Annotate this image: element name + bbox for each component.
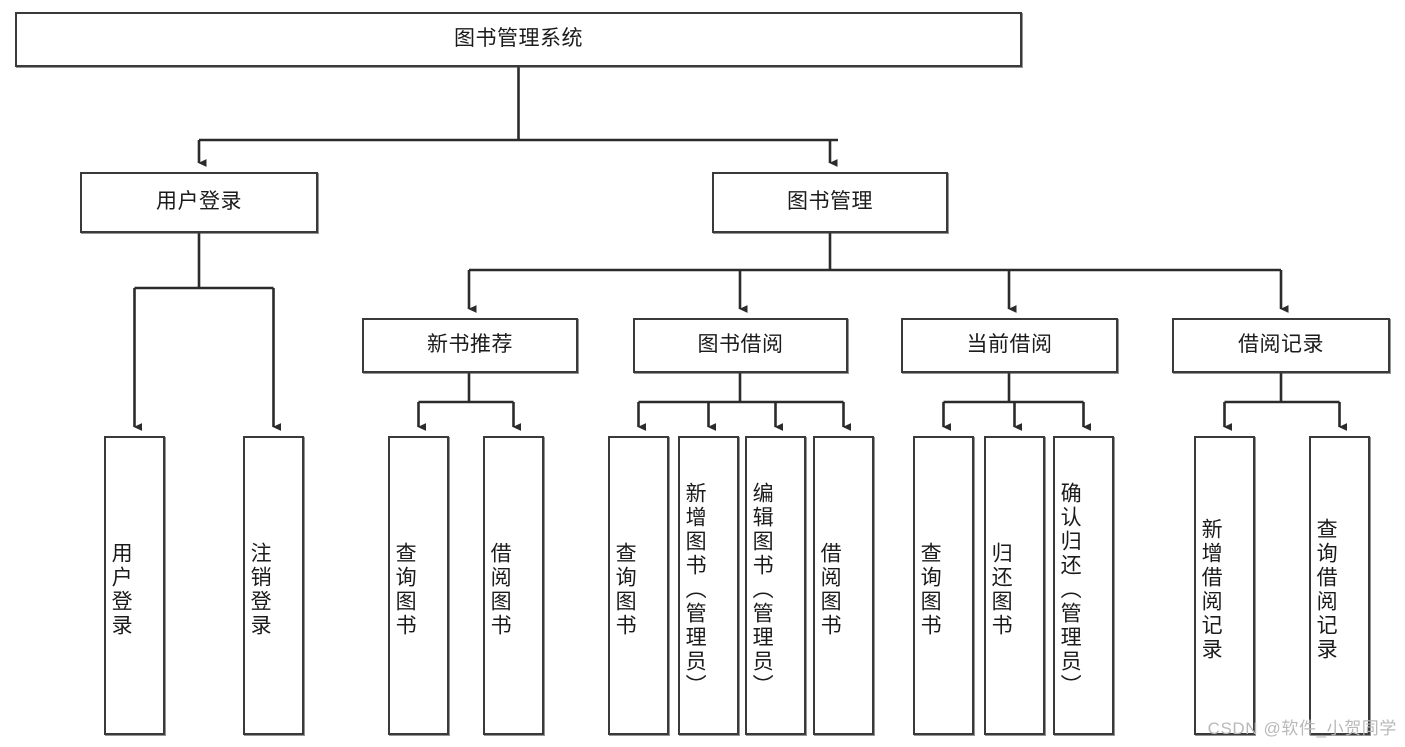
node-leaf-borrow-book-2[interactable]: 借阅图书 xyxy=(813,436,874,735)
watermark-text: CSDN @软件_小贺同学 xyxy=(1207,719,1397,738)
node-leaf-logout-label: 注销登录 xyxy=(248,541,272,638)
node-leaf-return-book-label: 归还图书 xyxy=(989,541,1013,638)
node-leaf-edit-book-label: 编辑图书（管理员） xyxy=(750,481,774,698)
node-leaf-add-book-label: 新增图书（管理员） xyxy=(683,481,707,698)
node-current-borrow[interactable]: 当前借阅 xyxy=(901,318,1118,373)
node-leaf-query-record[interactable]: 查询借阅记录 xyxy=(1309,436,1370,735)
node-leaf-user-login[interactable]: 用户登录 xyxy=(104,436,165,735)
node-current-borrow-label: 当前借阅 xyxy=(966,333,1053,357)
node-book-borrow-label: 图书借阅 xyxy=(697,333,784,357)
node-leaf-add-book[interactable]: 新增图书（管理员） xyxy=(678,436,739,735)
node-leaf-query-book-2[interactable]: 查询图书 xyxy=(608,436,669,735)
node-leaf-return-book[interactable]: 归还图书 xyxy=(984,436,1045,735)
node-borrow-record[interactable]: 借阅记录 xyxy=(1172,318,1390,373)
node-book-manage[interactable]: 图书管理 xyxy=(712,172,948,233)
node-leaf-user-login-label: 用户登录 xyxy=(109,541,133,638)
node-root-system-label: 图书管理系统 xyxy=(454,27,583,51)
node-leaf-add-record-label: 新增借阅记录 xyxy=(1199,517,1223,662)
node-new-book-recommend-label: 新书推荐 xyxy=(427,333,513,357)
node-root-system[interactable]: 图书管理系统 xyxy=(15,12,1022,67)
node-leaf-query-book-2-label: 查询图书 xyxy=(613,541,637,638)
node-leaf-query-book-3-label: 查询图书 xyxy=(918,541,942,638)
node-user-login-label: 用户登录 xyxy=(156,190,242,214)
node-book-borrow[interactable]: 图书借阅 xyxy=(633,318,848,373)
node-new-book-recommend[interactable]: 新书推荐 xyxy=(362,318,578,373)
node-leaf-confirm-return[interactable]: 确认归还（管理员） xyxy=(1053,436,1114,735)
node-borrow-record-label: 借阅记录 xyxy=(1238,333,1324,357)
node-leaf-query-book-1-label: 查询图书 xyxy=(393,541,417,638)
node-book-manage-label: 图书管理 xyxy=(787,190,873,214)
node-user-login[interactable]: 用户登录 xyxy=(80,172,318,233)
node-leaf-edit-book[interactable]: 编辑图书（管理员） xyxy=(745,436,806,735)
node-leaf-query-book-1[interactable]: 查询图书 xyxy=(388,436,449,735)
node-leaf-query-book-3[interactable]: 查询图书 xyxy=(913,436,974,735)
node-leaf-confirm-return-label: 确认归还（管理员） xyxy=(1058,481,1082,698)
node-leaf-logout[interactable]: 注销登录 xyxy=(243,436,304,735)
node-leaf-borrow-book-1[interactable]: 借阅图书 xyxy=(483,436,544,735)
node-leaf-borrow-book-1-label: 借阅图书 xyxy=(488,541,512,638)
node-leaf-query-record-label: 查询借阅记录 xyxy=(1314,517,1338,662)
node-leaf-add-record[interactable]: 新增借阅记录 xyxy=(1194,436,1255,735)
node-leaf-borrow-book-2-label: 借阅图书 xyxy=(818,541,842,638)
